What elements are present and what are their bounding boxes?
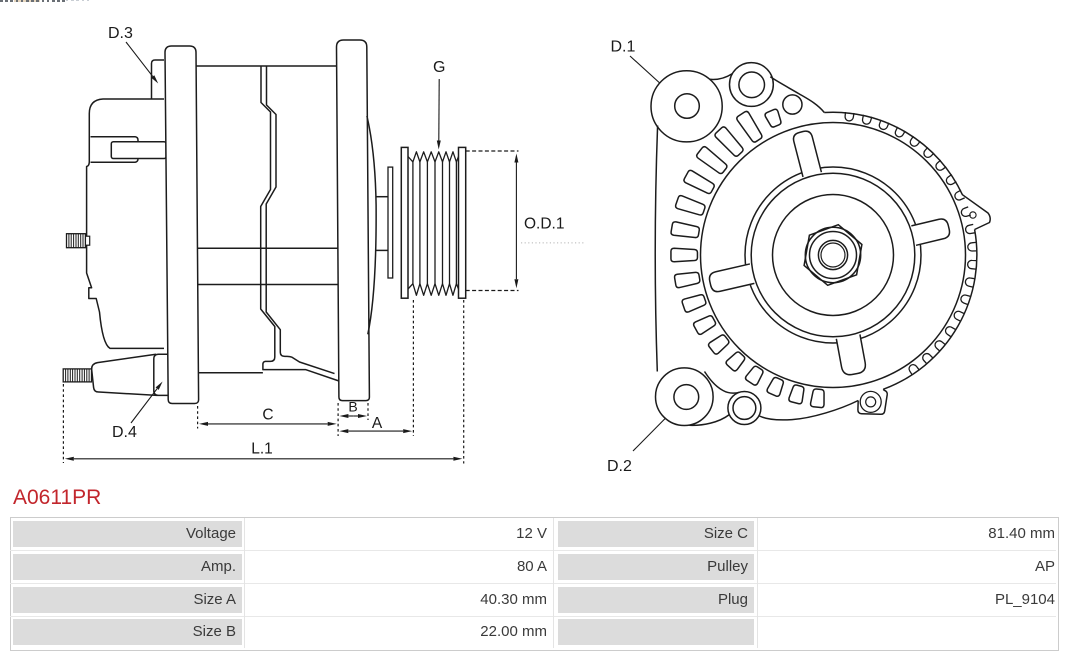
svg-text:D.4: D.4: [112, 424, 137, 441]
svg-text:D.1: D.1: [611, 39, 636, 56]
svg-text:G: G: [433, 59, 445, 76]
svg-text:D.2: D.2: [607, 458, 632, 475]
svg-text:L.1: L.1: [251, 441, 273, 458]
svg-text:D.3: D.3: [108, 25, 133, 42]
svg-text:A: A: [372, 415, 383, 432]
svg-text:B: B: [348, 399, 357, 415]
svg-text:O.D.1: O.D.1: [524, 216, 564, 233]
svg-text:C: C: [262, 407, 273, 424]
